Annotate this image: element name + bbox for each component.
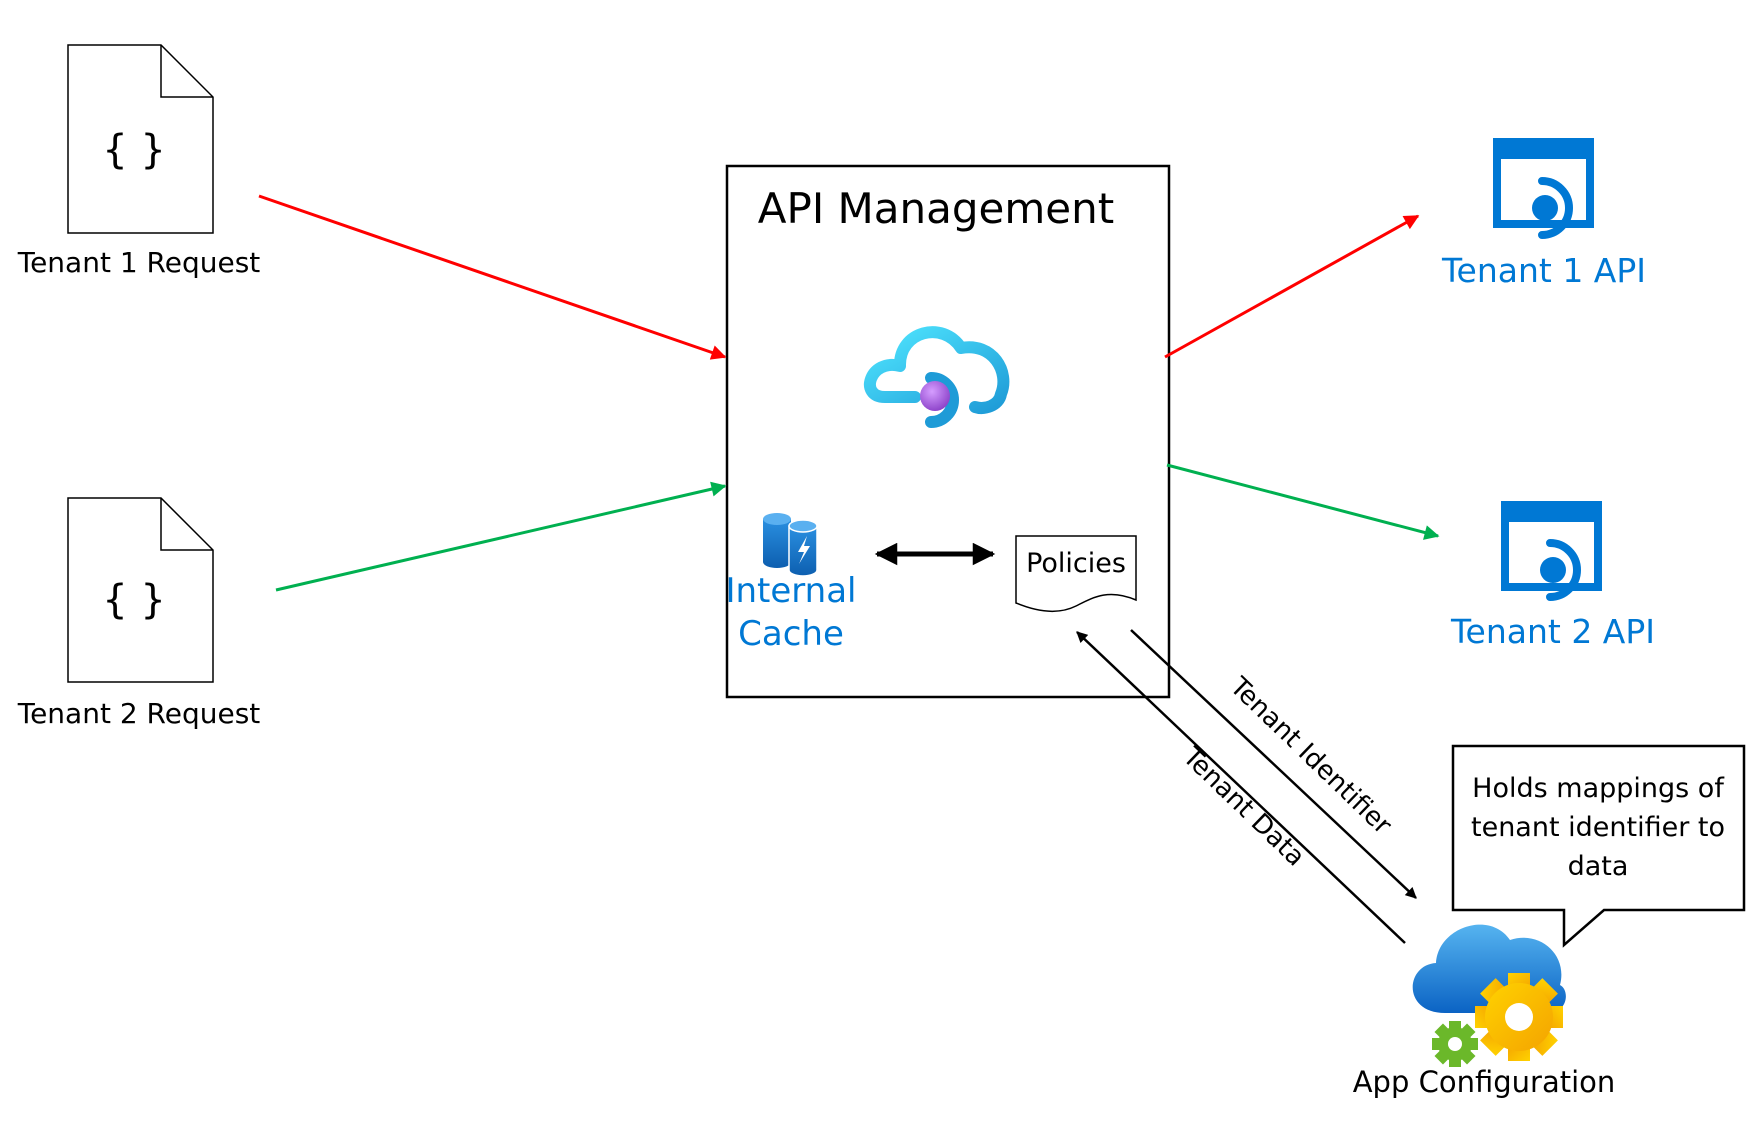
tenant1-outbound-arrow bbox=[1164, 214, 1420, 359]
json-document-icon: { } bbox=[67, 497, 214, 683]
small-gear-icon bbox=[1432, 1021, 1478, 1067]
tenant2-api-label: Tenant 2 API bbox=[1450, 612, 1655, 651]
api-management-node: API Management Internal Cache Policies bbox=[725, 164, 1171, 699]
internal-cache-label-line1: Internal bbox=[725, 571, 856, 611]
api-management-title: API Management bbox=[758, 184, 1114, 233]
api-endpoint-icon bbox=[1493, 138, 1594, 239]
api-management-frame bbox=[725, 164, 1171, 699]
policies-label: Policies bbox=[1026, 548, 1126, 579]
callout-text-line3: data bbox=[1568, 851, 1629, 882]
tenant1-api-node: Tenant 1 API bbox=[1441, 138, 1646, 290]
app-config-label: App Configuration bbox=[1353, 1065, 1616, 1099]
tenant2-request-node: { } Tenant 2 Request bbox=[17, 497, 261, 730]
tenant1-inbound-arrow bbox=[258, 194, 727, 360]
tenant-data-arrow bbox=[1076, 631, 1406, 944]
tenant1-request-label: Tenant 1 Request bbox=[17, 246, 261, 279]
callout-text-line2: tenant identifier to bbox=[1471, 812, 1725, 843]
json-braces-label: { } bbox=[102, 577, 166, 623]
tenant1-api-label: Tenant 1 API bbox=[1441, 251, 1646, 290]
large-gear-icon bbox=[1475, 973, 1563, 1061]
tenant2-api-node: Tenant 2 API bbox=[1450, 501, 1655, 651]
callout-bubble bbox=[1451, 744, 1746, 948]
api-endpoint-icon bbox=[1501, 501, 1602, 601]
policies-document-icon bbox=[1015, 535, 1137, 612]
tenant2-request-label: Tenant 2 Request bbox=[17, 697, 261, 730]
app-config-node: App Configuration bbox=[1353, 924, 1616, 1099]
callout-text-line1: Holds mappings of bbox=[1472, 773, 1725, 804]
cache-cylinder-icon bbox=[763, 513, 818, 577]
tenant2-outbound-arrow bbox=[1166, 463, 1440, 540]
api-management-cloud-icon bbox=[864, 326, 1010, 428]
json-document-icon: { } bbox=[67, 44, 214, 234]
app-configuration-icon bbox=[1412, 924, 1566, 1067]
tenant-data-label: Tenant Data bbox=[1176, 741, 1310, 872]
policies-document: Policies bbox=[1015, 535, 1137, 612]
internal-cache-label-line2: Cache bbox=[738, 614, 844, 654]
json-braces-label: { } bbox=[102, 127, 166, 173]
tenant-identifier-arrow bbox=[1130, 629, 1417, 899]
tenant2-inbound-arrow bbox=[275, 481, 727, 592]
app-config-callout: Holds mappings of tenant identifier to d… bbox=[1451, 744, 1746, 948]
tenant1-request-node: { } Tenant 1 Request bbox=[17, 44, 261, 279]
